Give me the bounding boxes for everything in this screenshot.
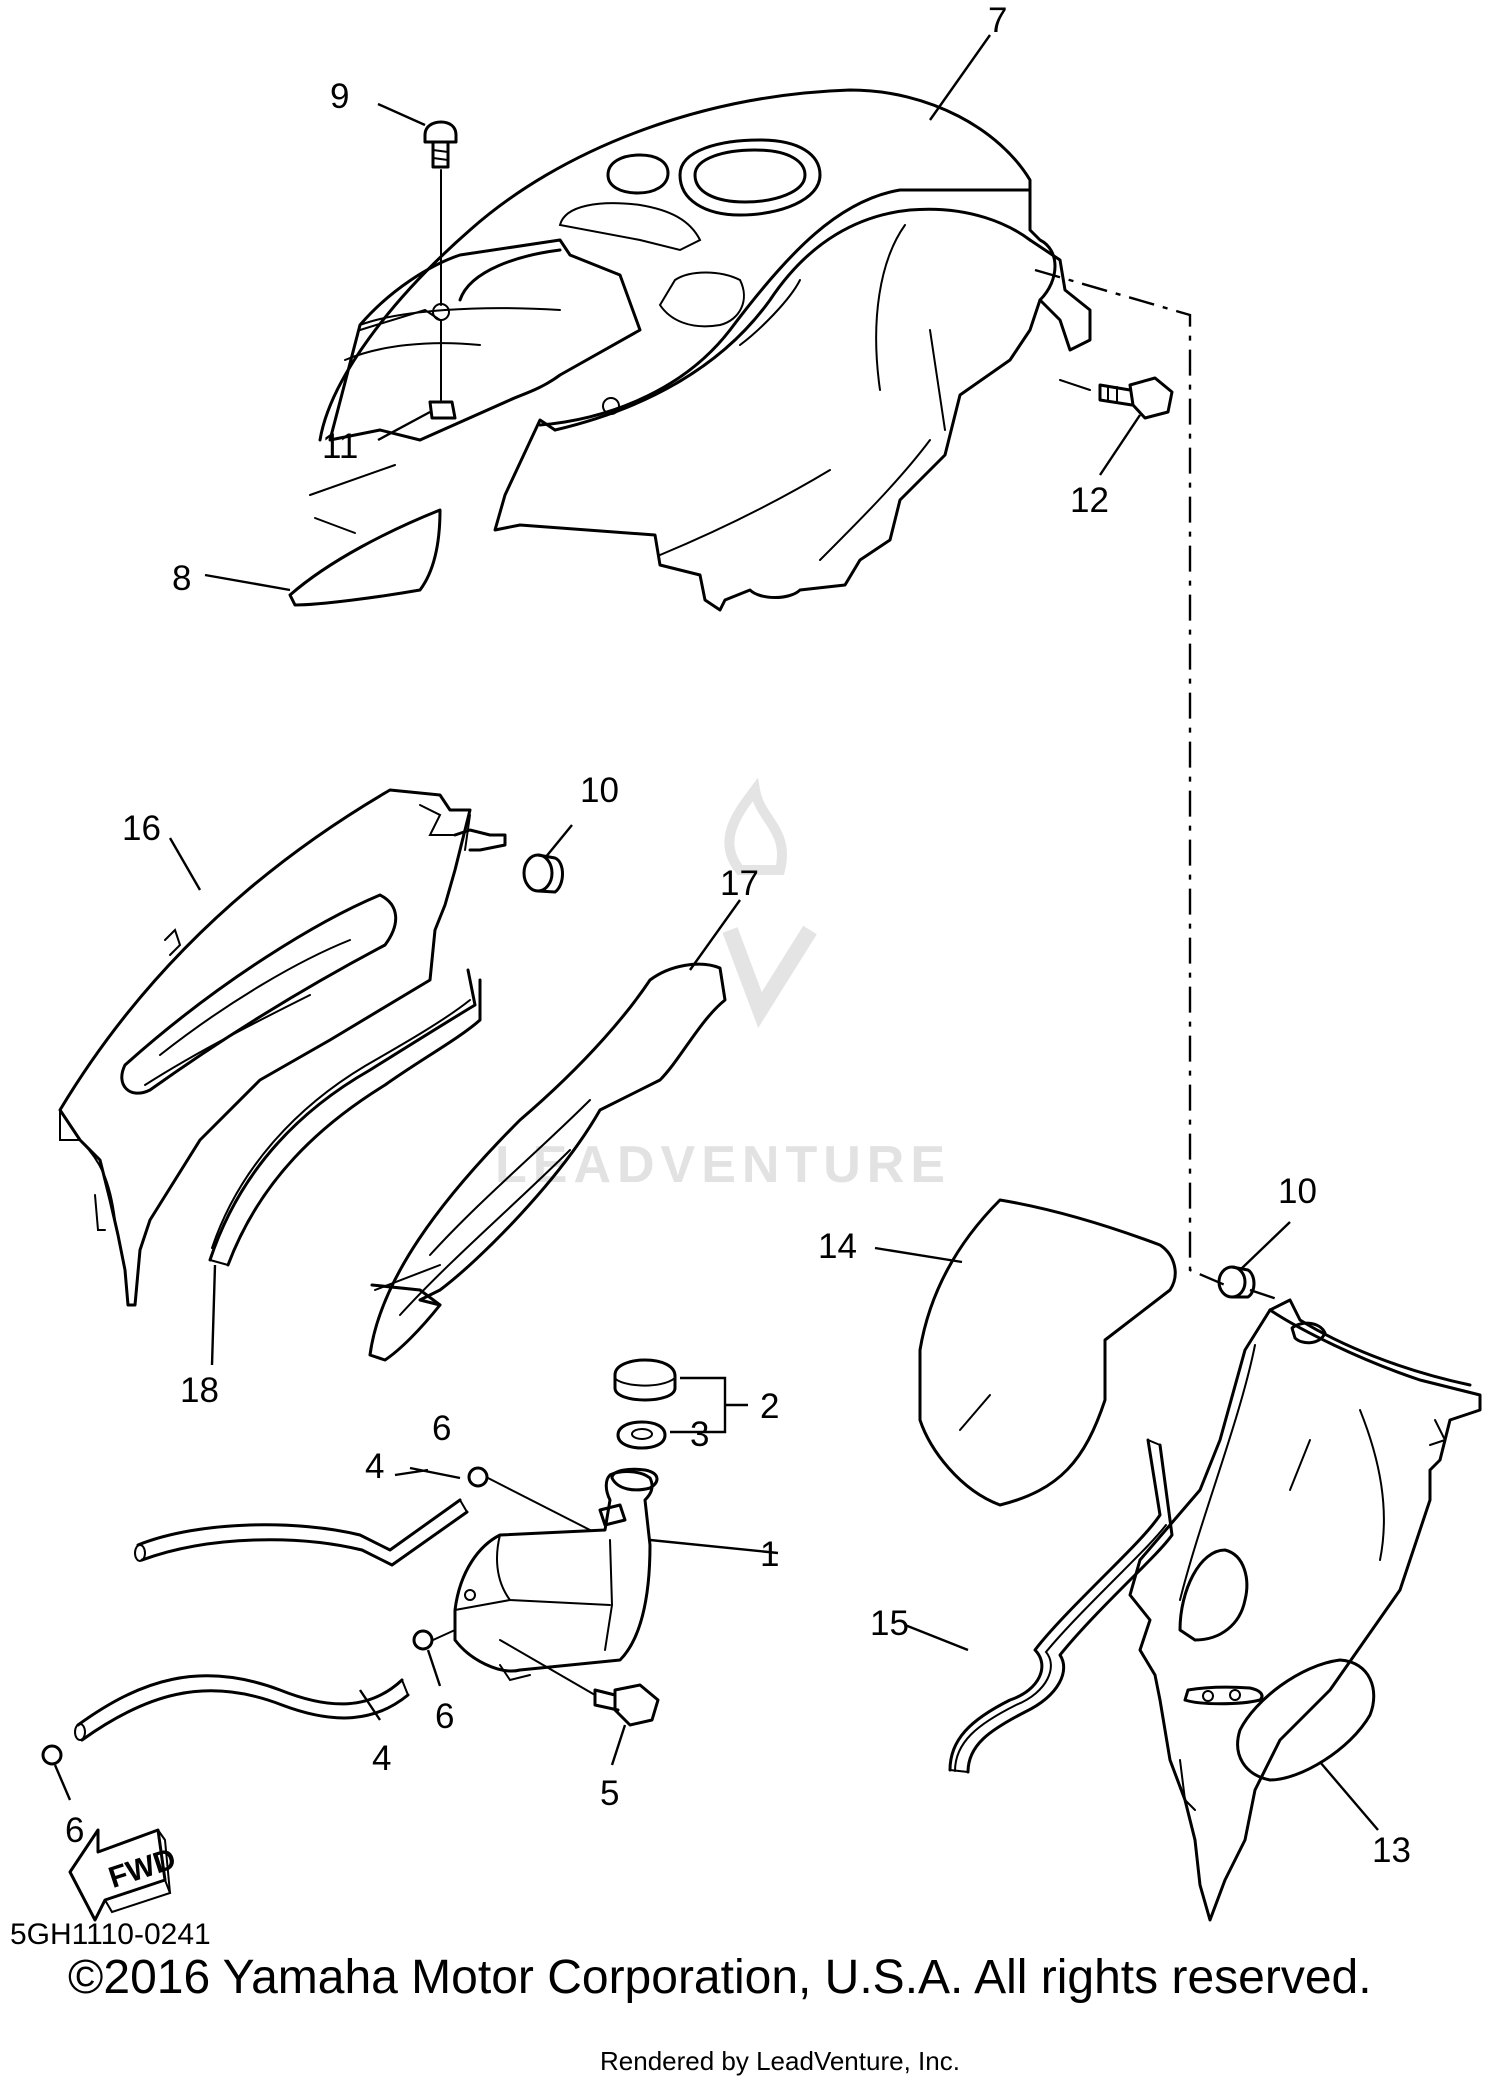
callout-16: 16: [122, 809, 161, 848]
reservoir-tank-part: [453, 1467, 659, 1682]
alignment-line: [1034, 268, 1281, 1302]
emblem-part: [288, 464, 442, 607]
clamp-upper-part: [467, 1466, 591, 1531]
diagram-code: 5GH1110-0241: [10, 1918, 211, 1951]
grommet-lower-part: [1217, 1265, 1256, 1299]
callout-17: 17: [720, 864, 759, 903]
bolt-5-part: [499, 1639, 660, 1727]
watermark: LEADVENTURE: [495, 777, 951, 1194]
callout-3: 3: [690, 1415, 709, 1454]
hose-upper-part: [134, 1498, 469, 1567]
callout-5: 5: [600, 1774, 619, 1813]
bolt-12-part: [1059, 376, 1174, 420]
callout-4-upper: 4: [365, 1447, 384, 1486]
side-cover-left-part: [58, 788, 507, 1307]
callout-4-lower: 4: [372, 1739, 391, 1778]
callout-6-mid: 6: [435, 1697, 454, 1736]
callout-2: 2: [760, 1387, 779, 1426]
clamp-lower-part: [41, 1744, 63, 1766]
callout-8: 8: [172, 559, 191, 598]
callout-10-upper: 10: [580, 771, 619, 810]
seal-strip-15-part: [948, 1438, 1174, 1774]
side-cover-plate-17-part: [368, 962, 727, 1362]
washer-part: [616, 1420, 667, 1450]
seal-strip-18-part: [208, 968, 482, 1267]
watermark-text: LEADVENTURE: [495, 1136, 951, 1194]
clamp-mid-part: [412, 1629, 456, 1651]
callout-1: 1: [760, 1535, 779, 1574]
callout-15: 15: [870, 1604, 909, 1643]
side-cover-right-part: [1128, 1298, 1482, 1922]
hose-lower-part: [74, 1674, 410, 1742]
leader-lines: [53, 34, 1379, 1831]
cap-part: [613, 1358, 677, 1402]
screw-nut-assembly: [423, 120, 458, 420]
callout-18: 18: [180, 1371, 219, 1410]
rendered-by-text: Rendered by LeadVenture, Inc.: [600, 2046, 960, 2076]
callout-6-bottom: 6: [65, 1811, 84, 1850]
callout-10-lower: 10: [1278, 1172, 1317, 1211]
fuel-tank-cover-part: [318, 88, 1092, 612]
callout-12: 12: [1070, 481, 1109, 520]
callout-6-top: 6: [432, 1409, 451, 1448]
callout-11: 11: [322, 427, 358, 466]
forward-arrow-icon: FWD: [68, 1828, 180, 1922]
callout-7: 7: [988, 1, 1007, 40]
callout-labels: 7 9 11 12 8 10 16 17 10 14 18 2 3 6 4 1 …: [65, 1, 1411, 1870]
grommet-upper-part: [522, 853, 564, 894]
pad-14-part: [918, 1198, 1177, 1507]
callout-13: 13: [1372, 1831, 1411, 1870]
copyright-text: ©2016 Yamaha Motor Corporation, U.S.A. A…: [68, 1951, 1372, 2004]
callout-9: 9: [330, 77, 349, 116]
callout-14: 14: [818, 1227, 857, 1266]
